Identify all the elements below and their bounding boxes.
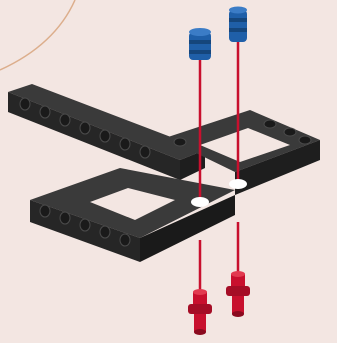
red-connector-pin-right xyxy=(226,271,250,317)
black-technic-frame xyxy=(8,84,320,262)
blue-bushing-left xyxy=(189,28,211,60)
corner-decoration xyxy=(0,0,75,70)
red-connector-pin-left xyxy=(188,289,212,335)
blue-bushing-right xyxy=(229,7,247,43)
